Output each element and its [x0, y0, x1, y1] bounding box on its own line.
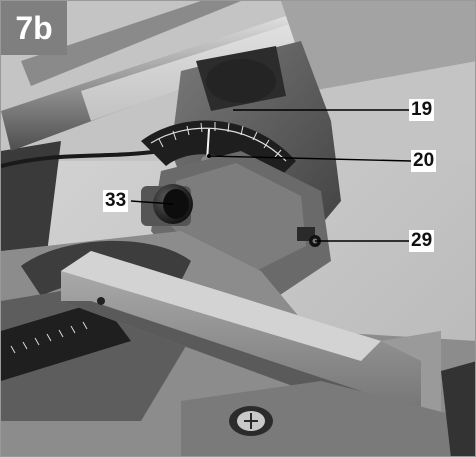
figure-badge: 7b [1, 1, 67, 55]
callout-33: 33 [103, 190, 129, 212]
callout-19: 19 [409, 99, 435, 121]
leader-lines [130, 109, 412, 242]
locking-knob [141, 184, 193, 226]
callout-20: 20 [411, 150, 437, 172]
turntable-scale [1, 301, 131, 381]
callout-29: 29 [409, 230, 435, 252]
